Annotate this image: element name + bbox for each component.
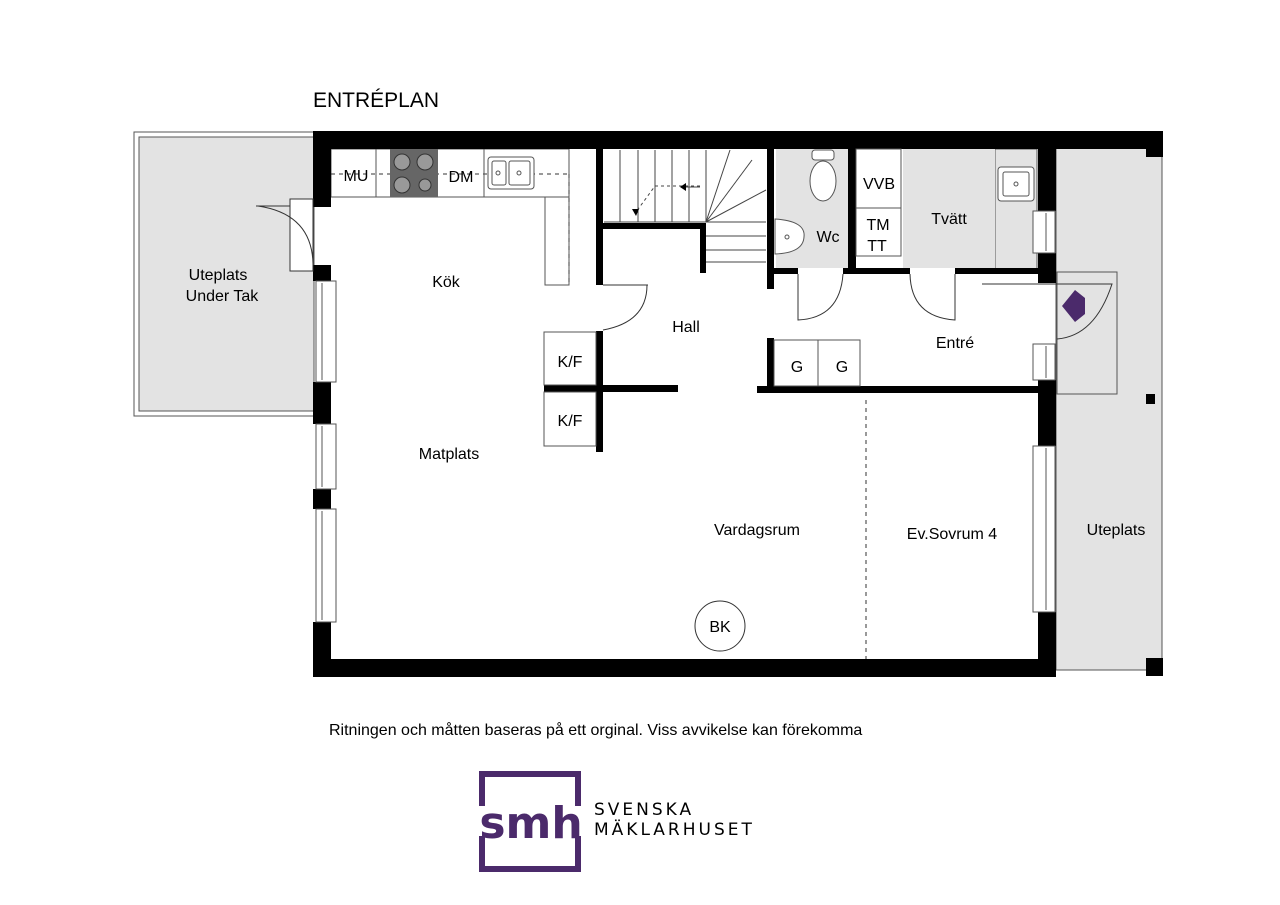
stair-down-arrow-icon xyxy=(632,209,639,216)
labels: Kök Hall Matplats Vardagsrum Ev.Sovrum 4… xyxy=(186,168,1146,636)
fixture-label-tm: TM xyxy=(866,217,889,234)
logo-mark: smh xyxy=(479,798,582,849)
room-label-hall: Hall xyxy=(672,319,700,336)
toilet-icon xyxy=(809,149,837,202)
room-label-tvatt: Tvätt xyxy=(931,211,967,228)
kitchen-sink-icon xyxy=(487,156,535,190)
room-label-sovrum: Ev.Sovrum 4 xyxy=(907,526,998,543)
room-label-matplats: Matplats xyxy=(419,446,479,463)
stove-icon xyxy=(390,149,438,197)
fixture-label-dm: DM xyxy=(449,169,474,186)
laundry-units xyxy=(855,148,902,257)
wardrobes xyxy=(543,331,861,447)
entry-arrow-icon xyxy=(1062,290,1085,322)
fixture-label-tt: TT xyxy=(867,238,887,255)
disclaimer: Ritningen och måtten baseras på ett orgi… xyxy=(329,721,862,739)
brand-logo: smh SVENSKA MÄKLARHUSET xyxy=(474,771,755,872)
fixture-label-mu: MU xyxy=(344,168,369,185)
doors xyxy=(256,198,1113,340)
interior-walls xyxy=(544,149,1038,452)
entry-step xyxy=(1056,271,1118,395)
fixture-label-kf-1: K/F xyxy=(558,354,583,371)
room-label-uteplats-tak-1: Uteplats xyxy=(189,267,248,284)
brand-line-1: SVENSKA xyxy=(594,800,694,820)
fixture-label-vvb: VVB xyxy=(863,176,895,193)
room-label-entre: Entré xyxy=(936,335,974,352)
fixture-label-bk: BK xyxy=(709,619,731,636)
bk-circle xyxy=(694,600,746,652)
washbasin-icon xyxy=(774,218,805,255)
room-label-vardagsrum: Vardagsrum xyxy=(714,522,800,539)
laundry-sink-icon xyxy=(997,166,1035,202)
staircase xyxy=(604,149,767,263)
fixture-label-g-2: G xyxy=(836,359,848,376)
room-label-uteplats: Uteplats xyxy=(1087,522,1146,539)
windows xyxy=(315,210,1056,623)
fixture-label-g-1: G xyxy=(791,359,803,376)
terrace-under-roof xyxy=(133,131,315,417)
stair-arrow-icon xyxy=(680,183,686,191)
room-label-wc: Wc xyxy=(816,229,839,246)
brand-line-2: MÄKLARHUSET xyxy=(594,819,755,840)
laundry-floor xyxy=(903,149,995,268)
plan-title: ENTRÉPLAN xyxy=(313,89,439,112)
fixture-label-kf-2: K/F xyxy=(558,413,583,430)
room-label-kok: Kök xyxy=(432,274,461,291)
room-label-uteplats-tak-2: Under Tak xyxy=(186,288,260,305)
outer-walls xyxy=(313,131,1163,677)
